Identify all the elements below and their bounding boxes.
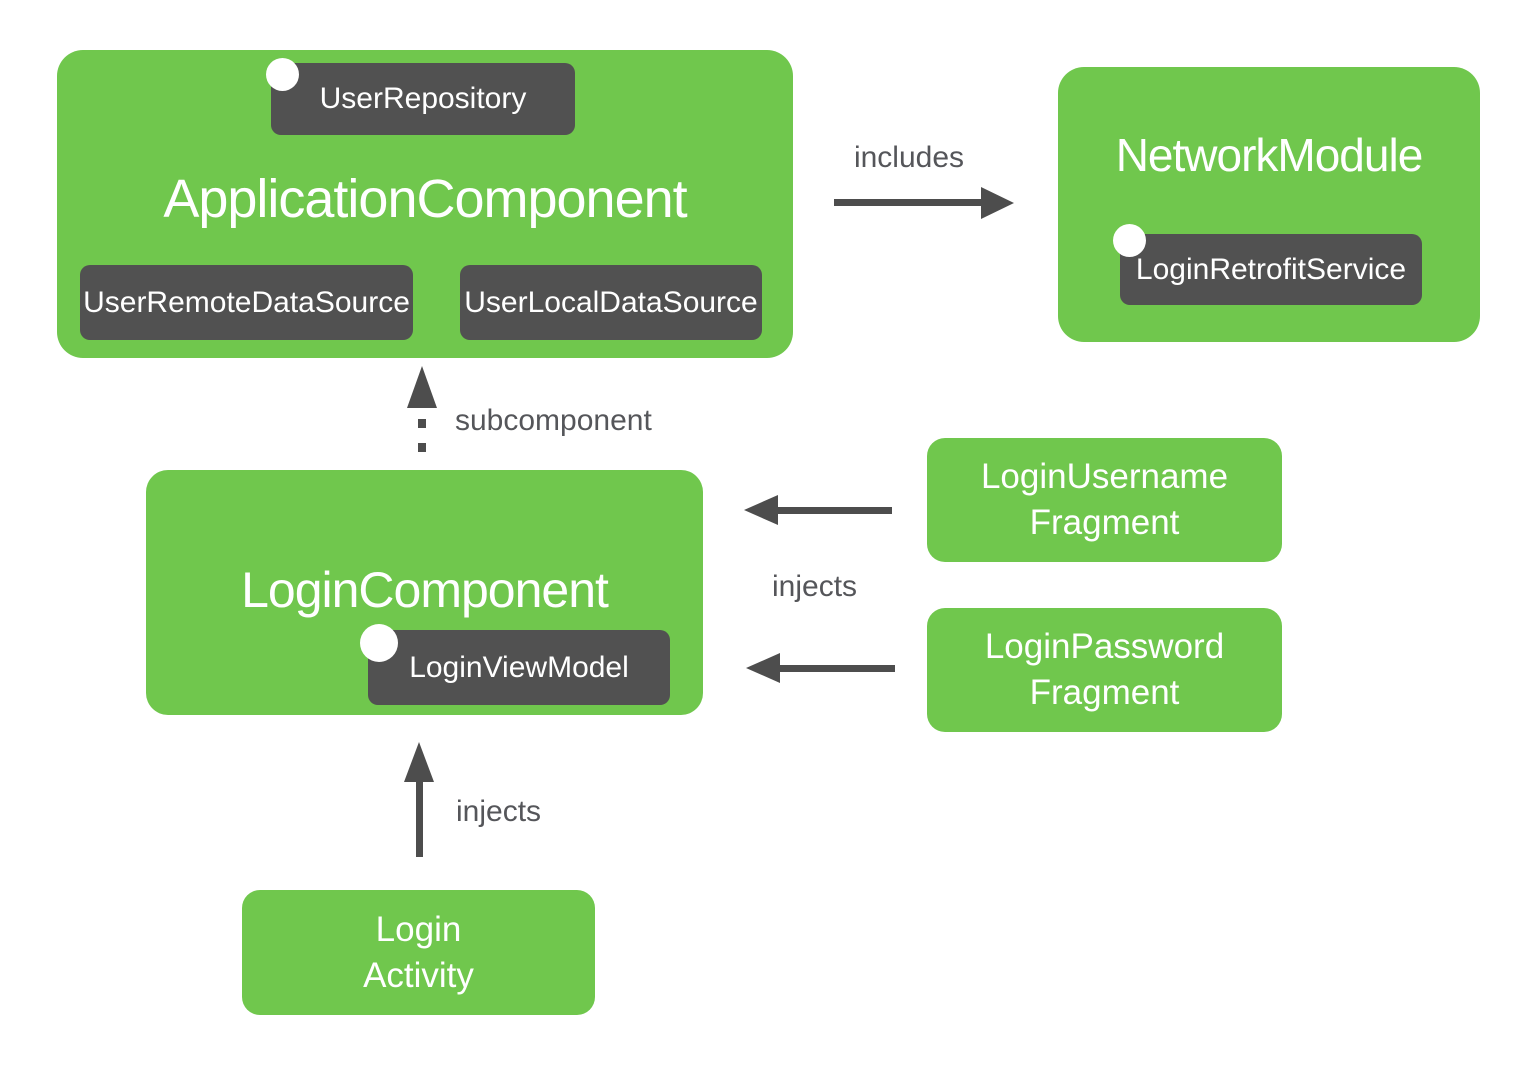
user-repository-label: UserRepository (319, 82, 527, 115)
injects-activity-label: injects (456, 795, 542, 828)
login-activity-line2: Activity (363, 955, 474, 995)
login-password-fragment-line1: LoginPassword (984, 627, 1225, 666)
login-username-inject-arrow-head (744, 495, 778, 525)
network-module-box: NetworkModule LoginRetrofitService (1058, 67, 1480, 342)
user-local-data-source-badge: UserLocalDataSource (460, 265, 762, 340)
application-component-title: ApplicationComponent (163, 169, 687, 229)
subcomponent-arrow-head (407, 366, 437, 408)
network-module-title: NetworkModule (1115, 129, 1424, 181)
includes-arrow-head (981, 187, 1014, 219)
subcomponent-arrow-dashed-line (418, 419, 426, 461)
login-username-inject-arrow-shaft (776, 507, 892, 514)
injects-fragments-label: injects (772, 570, 858, 603)
includes-arrow-shaft (834, 199, 982, 206)
scope-dot-icon (360, 624, 398, 662)
login-activity-inject-arrow-shaft (416, 780, 423, 857)
login-username-fragment-line1: LoginUsername (980, 457, 1229, 496)
login-password-inject-arrow-shaft (778, 665, 895, 672)
login-view-model-label: LoginViewModel (409, 650, 629, 684)
login-username-fragment-line2: Fragment (1029, 503, 1180, 542)
user-local-data-source-label: UserLocalDataSource (464, 285, 758, 319)
includes-label: includes (853, 141, 965, 174)
application-component-box: UserRepository ApplicationComponent User… (57, 50, 793, 358)
login-username-fragment-box: LoginUsername Fragment (927, 438, 1282, 562)
user-repository-badge: UserRepository (266, 58, 575, 135)
login-password-inject-arrow-head (746, 653, 780, 683)
login-password-fragment-line2: Fragment (1029, 673, 1180, 712)
user-remote-data-source-label: UserRemoteDataSource (83, 285, 410, 319)
user-remote-data-source-badge: UserRemoteDataSource (80, 265, 413, 340)
login-view-model-badge: LoginViewModel (360, 624, 670, 705)
subcomponent-label: subcomponent (455, 404, 652, 437)
scope-dot-icon (266, 58, 299, 91)
login-activity-inject-arrow-head (404, 742, 434, 782)
login-password-fragment-box: LoginPassword Fragment (927, 608, 1282, 732)
login-component-box: LoginComponent LoginViewModel (146, 470, 703, 715)
login-retrofit-service-badge: LoginRetrofitService (1113, 224, 1422, 305)
login-retrofit-service-label: LoginRetrofitService (1135, 252, 1407, 286)
login-activity-line1: Login (375, 909, 462, 949)
login-component-title: LoginComponent (241, 562, 609, 618)
login-activity-box: Login Activity (242, 890, 595, 1015)
scope-dot-icon (1113, 224, 1146, 257)
